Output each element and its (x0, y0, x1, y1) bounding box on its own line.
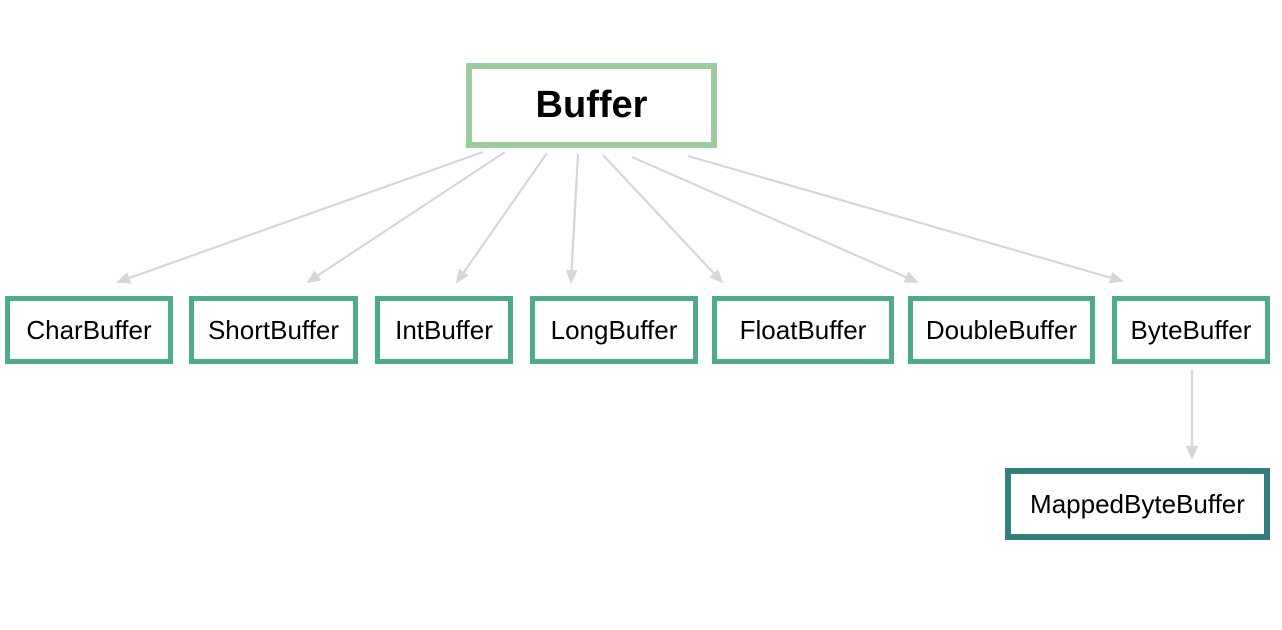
node-bytebuffer: ByteBuffer (1112, 296, 1270, 364)
edge-buffer-shortbuffer (306, 151, 506, 284)
node-mappedbytebuffer-label: MappedByteBuffer (1030, 488, 1245, 519)
edge-buffer-doublebuffer (631, 155, 919, 284)
edge-buffer-floatbuffer (602, 154, 724, 284)
node-intbuffer: IntBuffer (375, 296, 513, 364)
node-longbuffer: LongBuffer (530, 296, 698, 364)
node-buffer-label: Buffer (535, 84, 648, 126)
node-charbuffer-label: CharBuffer (26, 314, 152, 345)
node-floatbuffer: FloatBuffer (712, 296, 894, 364)
node-buffer: Buffer (466, 63, 717, 148)
node-charbuffer: CharBuffer (5, 296, 173, 364)
edge-buffer-charbuffer (116, 150, 484, 284)
node-doublebuffer-label: DoubleBuffer (925, 314, 1078, 345)
node-shortbuffer: ShortBuffer (189, 296, 358, 364)
node-shortbuffer-label: ShortBuffer (207, 314, 340, 345)
node-floatbuffer-label: FloatBuffer (739, 314, 867, 345)
node-longbuffer-label: LongBuffer (550, 314, 678, 345)
edge-buffer-bytebuffer (687, 154, 1124, 284)
node-doublebuffer: DoubleBuffer (908, 296, 1095, 364)
node-bytebuffer-label: ByteBuffer (1130, 314, 1252, 345)
edge-buffer-intbuffer (455, 152, 548, 284)
node-intbuffer-label: IntBuffer (395, 314, 493, 345)
node-mappedbytebuffer: MappedByteBuffer (1005, 468, 1270, 540)
edge-buffer-longbuffer (565, 153, 580, 284)
